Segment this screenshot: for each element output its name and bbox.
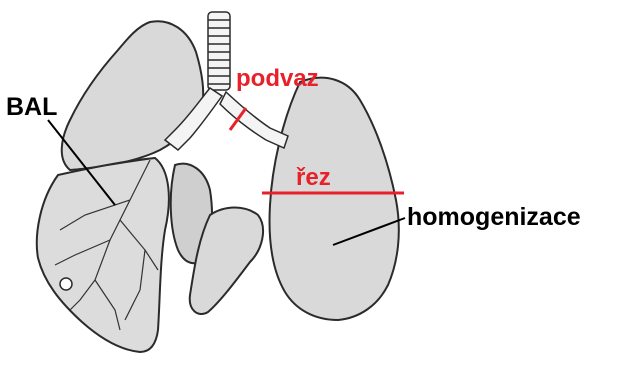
homogenizace-label: homogenizace [407, 205, 581, 230]
bal-label: BAL [6, 95, 57, 120]
trachea [208, 12, 230, 90]
podvaz-label: podvaz [236, 67, 319, 91]
left-lower-lobe [37, 158, 169, 352]
right-lung [270, 78, 399, 320]
rez-label: řez [296, 166, 331, 190]
catheter-marker [60, 278, 72, 290]
left-upper-lobe [62, 21, 203, 170]
